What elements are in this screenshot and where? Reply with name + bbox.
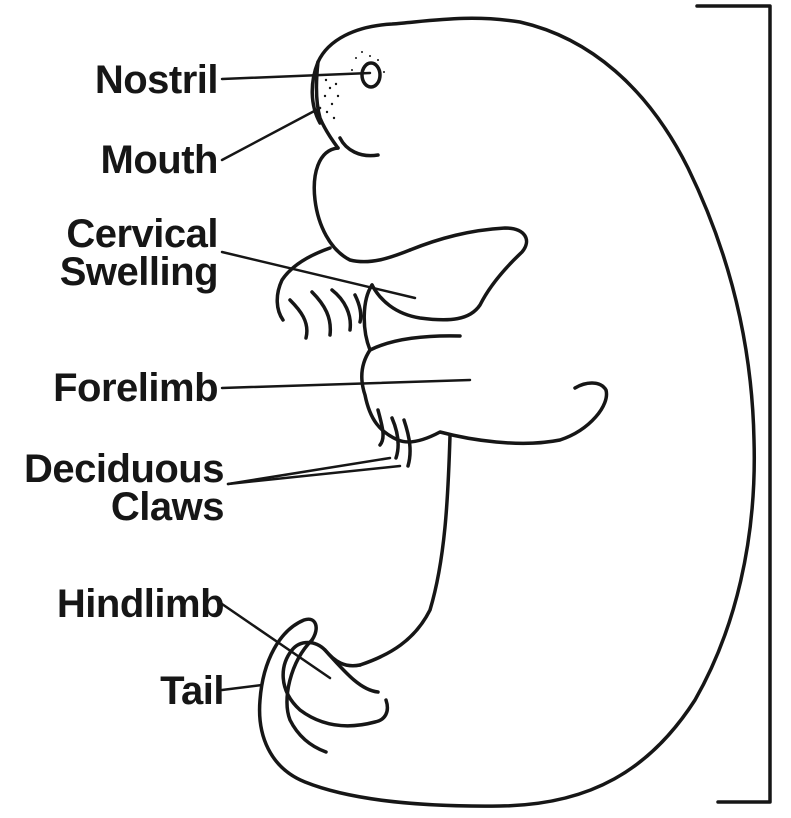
label-cervical-swelling-line2: Swelling <box>60 253 218 291</box>
mouth-leader <box>222 108 320 160</box>
hindlimb-leader <box>222 604 330 678</box>
label-cervical-swelling-line1: Cervical <box>60 215 218 253</box>
label-deciduous-claws-line1: Deciduous <box>24 450 224 488</box>
label-mouth: Mouth <box>101 141 218 179</box>
hindlimb-inner <box>325 650 378 692</box>
label-nostril: Nostril <box>95 61 218 99</box>
upper-hand-outline <box>277 248 361 338</box>
label-mouth-text: Mouth <box>101 141 218 179</box>
scale-bracket <box>697 6 770 802</box>
forelimb-outline <box>362 285 607 443</box>
deciduous-claws-leader-2 <box>228 466 400 484</box>
label-hindlimb: Hindlimb <box>57 585 224 623</box>
label-deciduous-claws: Deciduous Claws <box>24 450 224 526</box>
deciduous-claws-leader-1 <box>228 458 390 484</box>
tail-outline <box>287 640 326 752</box>
chin-outline <box>314 148 410 262</box>
tail-leader <box>222 685 262 690</box>
label-cervical-swelling: Cervical Swelling <box>60 215 218 291</box>
label-forelimb: Forelimb <box>53 369 218 407</box>
label-hindlimb-text: Hindlimb <box>57 585 224 623</box>
mouth-line <box>340 138 378 156</box>
nostril-leader <box>222 73 370 79</box>
label-tail: Tail <box>160 672 224 710</box>
label-forelimb-text: Forelimb <box>53 369 218 407</box>
label-tail-text: Tail <box>160 672 224 710</box>
cervical-swelling-outline <box>372 228 527 320</box>
embryo-body-outline <box>260 18 755 806</box>
belly-outline <box>360 436 450 665</box>
nostril-mark <box>362 63 380 87</box>
label-deciduous-claws-line2: Claws <box>24 488 224 526</box>
label-nostril-text: Nostril <box>95 61 218 99</box>
forelimb-leader <box>222 380 470 388</box>
forelimb-top <box>370 336 460 350</box>
